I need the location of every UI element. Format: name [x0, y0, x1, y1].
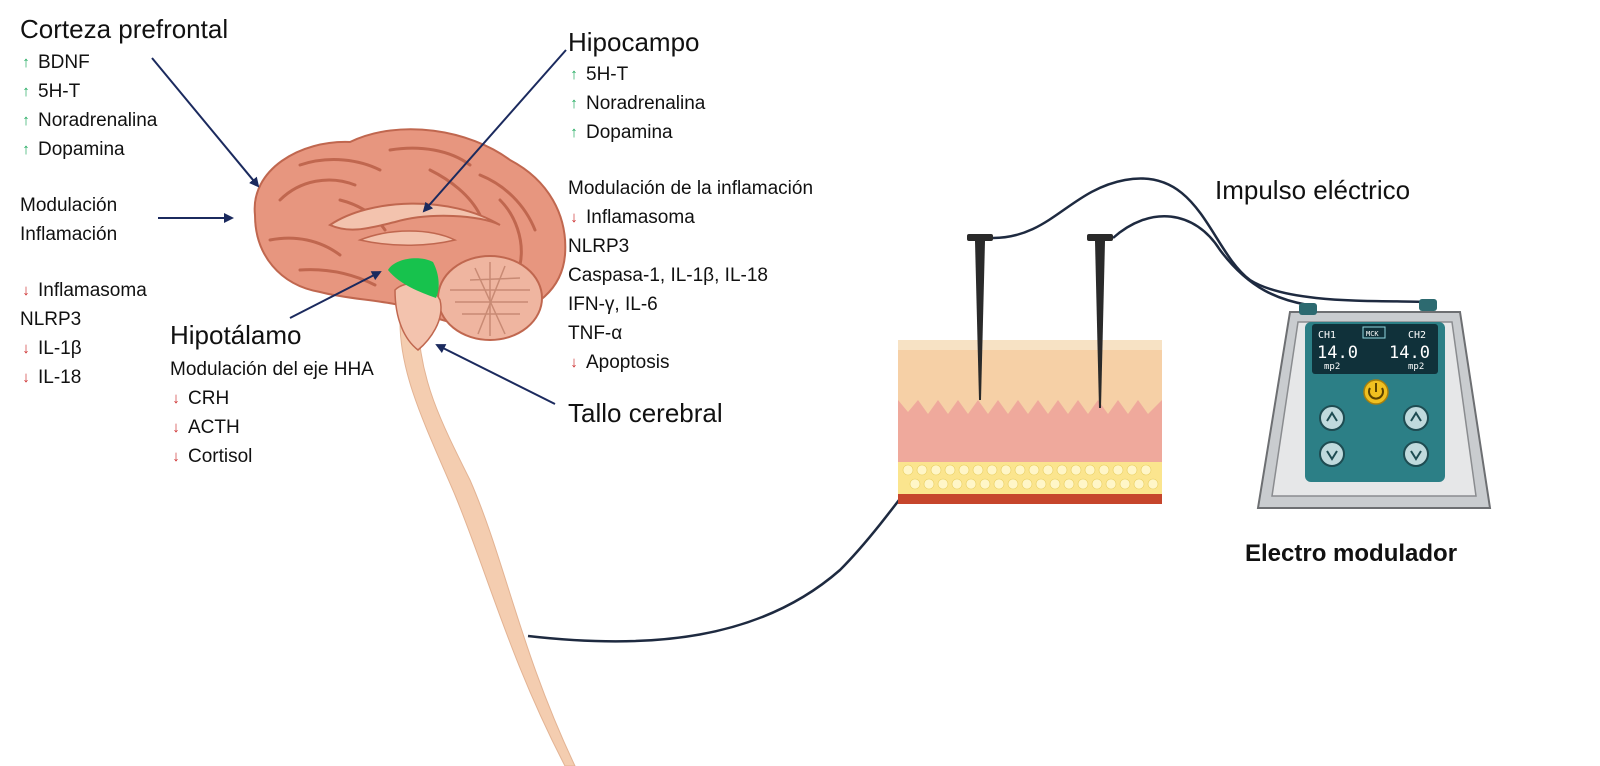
- list-item-label: IFN-γ, IL-6: [568, 293, 658, 315]
- impulso-title: Impulso eléctrico: [1215, 175, 1411, 205]
- inflamacion-der: Modulación de la inflamación ↓ Inflamasom…: [568, 174, 813, 377]
- device-caption: Electro modulador: [1245, 540, 1458, 567]
- list-item: ↑ 5H-T: [20, 77, 157, 106]
- list-item-label: ACTH: [188, 416, 240, 438]
- arrow-tallo: [435, 344, 556, 405]
- list-item-label: Dopamina: [38, 138, 125, 160]
- list-item: ↓ IL-1β: [20, 334, 147, 363]
- hypothalamus-region: [388, 258, 439, 298]
- list-item: Caspasa-1, IL-1β, IL-18: [568, 261, 813, 290]
- list-item: ↑ Dopamina: [568, 118, 705, 147]
- list-item-label: Inflamasoma: [38, 279, 147, 301]
- list-item-label: BDNF: [38, 51, 90, 73]
- skin-tissue-block: [898, 340, 1162, 504]
- list-item-label: NLRP3: [20, 308, 82, 330]
- increase-arrow-icon: ↑: [570, 95, 578, 112]
- list-item-label: Noradrenalina: [586, 92, 706, 114]
- list-item: NLRP3: [568, 232, 813, 261]
- mode-label: MCK: [1366, 330, 1379, 338]
- arrow-hipotalamo: [289, 271, 382, 319]
- arrow-corteza: [151, 57, 260, 188]
- ch1-unit: mp2: [1324, 362, 1340, 372]
- increase-arrow-icon: ↑: [570, 66, 578, 83]
- corteza-title: Corteza prefrontal: [20, 14, 229, 44]
- list-item: ↑ Dopamina: [20, 135, 157, 164]
- corteza-list: ↑ BDNF ↑ 5H-T ↑ Noradrenalina ↑ Dopamina: [20, 48, 157, 164]
- list-item: ↓ Cortisol: [170, 442, 374, 471]
- list-item-label: 5H-T: [586, 63, 629, 85]
- nerve-wire: [527, 419, 961, 643]
- hipotalamo-title: Hipotálamo: [170, 320, 302, 350]
- ch2-label: CH2: [1408, 330, 1426, 341]
- increase-arrow-icon: ↑: [570, 124, 578, 141]
- ch1-label: CH1: [1318, 330, 1336, 341]
- increase-arrow-icon: ↑: [22, 112, 30, 129]
- list-item: ↑ Noradrenalina: [20, 106, 157, 135]
- modulacion-line2: Inflamación: [20, 223, 118, 245]
- list-item: ↓ Inflamasoma: [568, 203, 813, 232]
- arrow-hipocampo: [422, 49, 567, 213]
- list-item: ↑ Noradrenalina: [568, 89, 705, 118]
- list-item: ↓ Inflamasoma: [20, 276, 147, 305]
- decrease-arrow-icon: ↓: [172, 448, 180, 465]
- list-item-label: Dopamina: [586, 121, 673, 143]
- list-item-label: IL-18: [38, 366, 82, 388]
- list-item: NLRP3: [20, 305, 147, 334]
- increase-arrow-icon: ↑: [22, 54, 30, 71]
- ch2-value: 14.0: [1389, 343, 1430, 363]
- hipotalamo-list: ↓ CRH ↓ ACTH ↓ Cortisol: [170, 384, 374, 471]
- list-item-label: TNF-α: [568, 322, 623, 344]
- list-item: ↑ BDNF: [20, 48, 157, 77]
- decrease-arrow-icon: ↓: [570, 209, 578, 226]
- ch2-unit: mp2: [1408, 362, 1424, 372]
- ch2-down-button[interactable]: [1403, 441, 1429, 467]
- decrease-arrow-icon: ↓: [172, 390, 180, 407]
- modulacion-line1: Modulación: [20, 194, 118, 216]
- decrease-arrow-icon: ↓: [570, 354, 578, 371]
- ch1-down-button[interactable]: [1319, 441, 1345, 467]
- tallo-title: Tallo cerebral: [568, 398, 723, 428]
- ch2-up-button[interactable]: [1403, 405, 1429, 431]
- decrease-arrow-icon: ↓: [22, 282, 30, 299]
- list-item-label: NLRP3: [568, 235, 630, 257]
- list-item: ↓ IL-18: [20, 363, 147, 392]
- electrode-wire-1: [992, 177, 1426, 304]
- brain-illustration: [253, 128, 567, 351]
- decrease-arrow-icon: ↓: [22, 340, 30, 357]
- list-item: ↓ ACTH: [170, 413, 374, 442]
- list-item-label: Cortisol: [188, 445, 253, 467]
- list-item-label: CRH: [188, 387, 230, 409]
- list-item-label: Apoptosis: [586, 351, 670, 373]
- list-item-label: IL-1β: [38, 337, 82, 359]
- acupuncture-needle-right: [1087, 234, 1113, 408]
- ch1-up-button[interactable]: [1319, 405, 1345, 431]
- list-item-label: Caspasa-1, IL-1β, IL-18: [568, 264, 768, 286]
- list-item: IFN-γ, IL-6: [568, 290, 813, 319]
- spinal-cord: [399, 321, 576, 766]
- ch1-value: 14.0: [1317, 343, 1358, 363]
- list-item-label: Noradrenalina: [38, 109, 158, 131]
- hipocampo-title: Hipocampo: [568, 27, 700, 57]
- electro-modulator-device: CH1 MCK CH2 14.0 14.0 mp2 mp2: [1256, 299, 1492, 509]
- list-item: ↓ Apoptosis: [568, 348, 813, 377]
- list-item: TNF-α: [568, 319, 813, 348]
- list-item-label: 5H-T: [38, 80, 81, 102]
- acupuncture-needle-left: [967, 234, 993, 400]
- electrode-wire-2: [1112, 215, 1309, 307]
- hipotalamo-subtitle: Modulación del eje HHA: [170, 358, 374, 380]
- list-item: ↓ CRH: [170, 384, 374, 413]
- hipotalamo-block: Modulación del eje HHA ↓ CRH ↓ ACTH ↓ Cortiso…: [170, 355, 374, 471]
- decrease-arrow-icon: ↓: [172, 419, 180, 436]
- inflamacion-der-heading: Modulación de la inflamación: [568, 177, 814, 199]
- hipocampo-list: ↑ 5H-T ↑ Noradrenalina ↑ Dopamina: [568, 60, 705, 147]
- increase-arrow-icon: ↑: [22, 141, 30, 158]
- increase-arrow-icon: ↑: [22, 83, 30, 100]
- decrease-arrow-icon: ↓: [22, 369, 30, 386]
- list-item-label: Inflamasoma: [586, 206, 695, 228]
- list-item: ↑ 5H-T: [568, 60, 705, 89]
- modulacion-izq: Modulación Inflamación: [20, 191, 117, 249]
